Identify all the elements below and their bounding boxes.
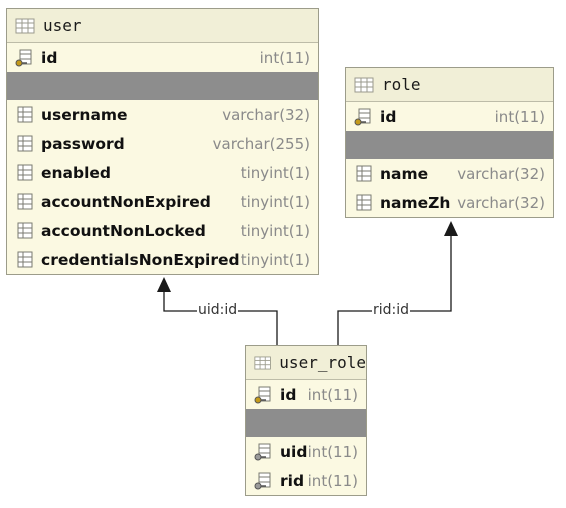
uid-arrowhead	[157, 277, 171, 292]
column-icon	[356, 165, 372, 181]
column-row-namezh[interactable]: nameZh varchar(32)	[346, 188, 553, 217]
column-row-credentialsnonexpired[interactable]: credentialsNonExpired tinyint(1)	[7, 245, 318, 274]
column-type: int(11)	[307, 471, 358, 490]
column-row-rid[interactable]: rid int(11)	[246, 466, 366, 495]
table-role[interactable]: role id int(11) name varchar(32) nameZ	[345, 67, 554, 218]
column-row-accountnonexpired[interactable]: accountNonExpired tinyint(1)	[7, 187, 318, 216]
column-type: tinyint(1)	[240, 250, 310, 269]
table-user[interactable]: user id int(11) username varchar(32) p	[6, 8, 319, 275]
column-type: tinyint(1)	[240, 163, 310, 182]
column-name: accountNonExpired	[41, 192, 211, 211]
column-name: uid	[280, 442, 308, 461]
column-icon	[17, 222, 33, 238]
column-row-accountnonlocked[interactable]: accountNonLocked tinyint(1)	[7, 216, 318, 245]
column-name: name	[380, 164, 429, 183]
table-user-role[interactable]: user_role id int(11) uid int(11)	[245, 345, 367, 496]
relation-label-rid: rid:id	[372, 302, 411, 318]
column-row-id[interactable]: id int(11)	[246, 380, 366, 409]
column-type: int(11)	[307, 442, 358, 461]
column-type: int(11)	[307, 385, 358, 404]
key-separator	[7, 72, 318, 100]
table-title: user_role	[279, 353, 366, 372]
primary-key-icon	[254, 386, 271, 403]
column-row-uid[interactable]: uid int(11)	[246, 437, 366, 466]
key-separator	[246, 409, 366, 437]
column-type: varchar(255)	[212, 134, 310, 153]
column-icon	[17, 164, 33, 180]
column-row-password[interactable]: password varchar(255)	[7, 129, 318, 158]
column-row-id[interactable]: id int(11)	[7, 43, 318, 72]
primary-key-icon	[354, 108, 371, 125]
column-type: varchar(32)	[457, 164, 545, 183]
key-separator	[346, 131, 553, 159]
table-icon	[354, 77, 374, 92]
table-header: role	[346, 68, 553, 102]
column-icon	[17, 135, 33, 151]
table-title: role	[382, 75, 421, 94]
column-name: accountNonLocked	[41, 221, 206, 240]
column-name: credentialsNonExpired	[41, 250, 240, 269]
relation-label-uid: uid:id	[197, 302, 239, 318]
table-header: user	[7, 9, 318, 43]
foreign-key-icon	[254, 472, 271, 489]
table-icon	[254, 356, 271, 369]
column-type: tinyint(1)	[240, 221, 310, 240]
column-icon	[17, 193, 33, 209]
column-row-id[interactable]: id int(11)	[346, 102, 553, 131]
column-row-username[interactable]: username varchar(32)	[7, 100, 318, 129]
column-name: username	[41, 105, 128, 124]
table-title: user	[43, 16, 82, 35]
rid-relation-line	[337, 236, 452, 345]
column-type: int(11)	[494, 107, 545, 126]
column-type: varchar(32)	[222, 105, 310, 124]
rid-arrowhead	[444, 221, 458, 236]
column-icon	[17, 251, 33, 267]
column-name: password	[41, 134, 125, 153]
column-name: enabled	[41, 163, 112, 182]
column-type: int(11)	[259, 48, 310, 67]
column-icon	[17, 106, 33, 122]
column-name: id	[380, 107, 397, 126]
column-row-name[interactable]: name varchar(32)	[346, 159, 553, 188]
column-name: nameZh	[380, 193, 451, 212]
table-header: user_role	[246, 346, 366, 380]
column-type: tinyint(1)	[240, 192, 310, 211]
column-type: varchar(32)	[457, 193, 545, 212]
column-icon	[356, 194, 372, 210]
column-name: id	[41, 48, 58, 67]
table-icon	[15, 18, 35, 33]
column-row-enabled[interactable]: enabled tinyint(1)	[7, 158, 318, 187]
primary-key-icon	[15, 49, 32, 66]
foreign-key-icon	[254, 443, 271, 460]
column-name: rid	[280, 471, 305, 490]
column-name: id	[280, 385, 297, 404]
